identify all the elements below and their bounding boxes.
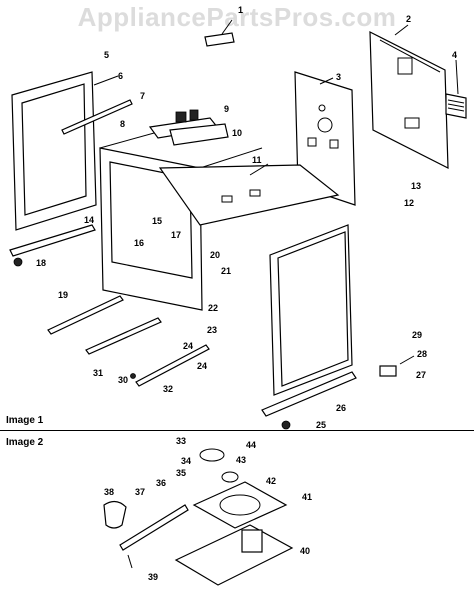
callout-21: 21 [221,266,232,276]
callout-28: 28 [417,349,428,359]
callout-33: 33 [176,436,187,446]
part-8-front-frame [99,129,263,311]
part-3-back-wall [294,71,356,206]
callout-1: 1 [238,5,244,15]
callout-16: 16 [134,238,145,248]
part-4-vent [445,59,467,119]
part-30-fastener [130,373,136,379]
callout-41: 41 [302,492,313,502]
callout-14: 14 [84,215,95,225]
part-11-top-panel [158,163,340,226]
callout-31: 31 [93,368,104,378]
image-2-burner-assembly [103,448,294,586]
callout-2: 2 [406,14,412,24]
callout-42: 42 [266,476,277,486]
callout-7: 7 [140,91,146,101]
part-26-rail [261,371,357,430]
callout-26: 26 [336,403,347,413]
callout-38: 38 [104,487,115,497]
callout-27: 27 [416,370,427,380]
callout-35: 35 [176,468,187,478]
section-label-image-2: Image 2 [6,437,44,448]
callout-17: 17 [171,230,182,240]
callout-40: 40 [300,546,311,556]
callout-23: 23 [207,325,218,335]
callout-36: 36 [156,478,167,488]
callout-29: 29 [412,330,423,340]
callout-8: 8 [120,119,126,129]
right-side-panel [269,224,353,396]
part-18-bottom-rail [9,224,96,267]
callout-44: 44 [246,440,257,450]
callout-15: 15 [152,216,163,226]
callout-24a: 24 [183,341,194,351]
callout-18: 18 [36,258,47,268]
callout-19: 19 [58,290,69,300]
callout-32: 32 [163,384,174,394]
part-24-rail-a [85,317,162,355]
callout-9: 9 [224,104,230,114]
part-7-rail [61,99,133,135]
part-6-left-frame [11,71,119,231]
callout-34: 34 [181,456,192,466]
callout-39: 39 [148,572,159,582]
callout-10: 10 [232,128,243,138]
part-19-rail [47,295,124,335]
callout-12: 12 [404,198,415,208]
callout-13: 13 [411,181,422,191]
callout-37: 37 [135,487,146,497]
callout-43: 43 [236,455,247,465]
callout-24b: 24 [197,361,208,371]
callout-22: 22 [208,303,219,313]
callout-5: 5 [104,50,110,60]
callout-3: 3 [336,72,342,82]
part-24-rail-b [135,344,210,387]
part-9-10-control-assembly [148,109,229,146]
part-1-plate [204,19,235,47]
callout-4: 4 [452,50,458,60]
callout-11: 11 [252,155,262,165]
part-27-28-bracket [379,355,415,377]
watermark-text: AppliancePartsPros.com [77,2,397,32]
callout-6: 6 [118,71,124,81]
part-2-rear-panel [369,24,449,169]
callout-30: 30 [118,375,129,385]
section-label-image-1: Image 1 [6,415,44,426]
callout-20: 20 [210,250,221,260]
callout-25: 25 [316,420,327,430]
section-divider [0,430,474,431]
